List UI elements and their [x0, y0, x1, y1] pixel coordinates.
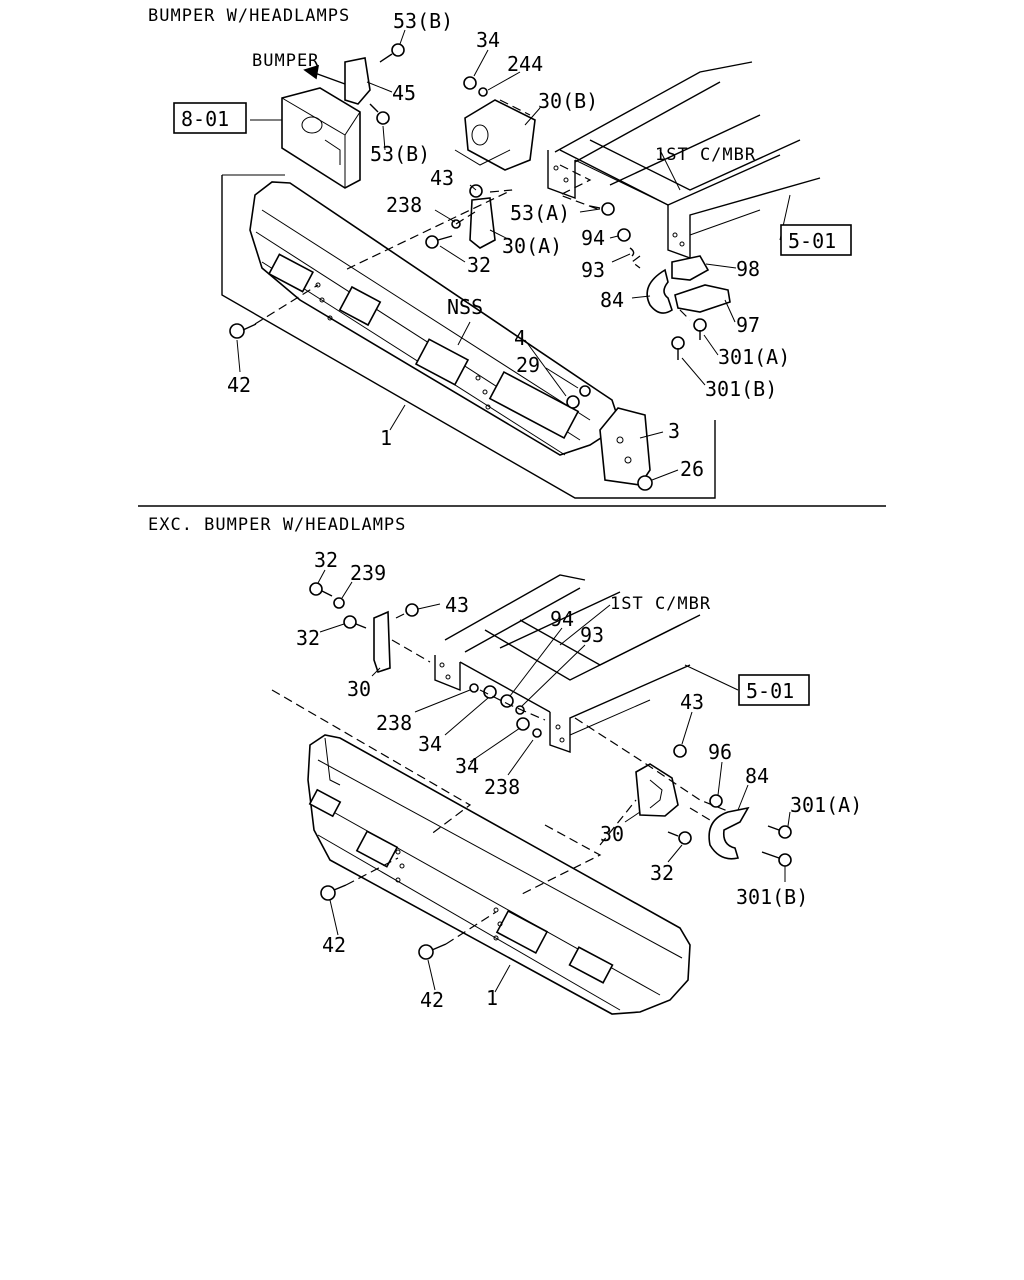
callout-239: 239: [350, 561, 386, 585]
bumper-end-cap: [599, 407, 651, 486]
frame-rails-2: [434, 574, 701, 753]
assembly-lines: [254, 99, 691, 325]
callout-238-b: 238: [484, 775, 520, 799]
callout-43: 43: [430, 166, 454, 190]
callout-93: 93: [581, 258, 605, 282]
callout-32-a: 32: [314, 548, 338, 572]
ref-box-8-01-label: 8-01: [181, 107, 229, 131]
callout-98: 98: [736, 257, 760, 281]
callout-32-c: 32: [650, 861, 674, 885]
callout-238: 238: [386, 193, 422, 217]
callouts-section-1: 53(B) BUMPER 45 53(B) 34 244 30(B) 1ST C…: [227, 9, 790, 481]
callout-301b: 301(B): [705, 377, 777, 401]
callout-42: 42: [227, 373, 251, 397]
callout-1st-crossmember: 1ST C/MBR: [655, 145, 756, 165]
ref-box-5-01-b-label: 5-01: [746, 679, 794, 703]
callout-30-b: 30: [600, 822, 624, 846]
ref-box-5-01[interactable]: [780, 224, 852, 256]
bracket-45: [344, 57, 371, 105]
callout-94: 94: [550, 607, 574, 631]
callout-26: 26: [680, 457, 704, 481]
callout-42-b: 42: [420, 988, 444, 1012]
section-2-title: EXC. BUMPER W/HEADLAMPS: [148, 515, 406, 535]
headlamp-housing: [281, 87, 361, 189]
callout-34: 34: [476, 28, 500, 52]
tow-hook-2: [708, 806, 750, 860]
bumper: [249, 181, 619, 456]
bracket-30-right: [635, 763, 679, 817]
tow-hook: [646, 268, 673, 314]
callout-53b-top: 53(B): [393, 9, 453, 33]
ref-box-5-01-label: 5-01: [788, 229, 836, 253]
callout-97: 97: [736, 313, 760, 337]
leader-lines-2: [317, 569, 791, 993]
callout-1st-crossmember-2: 1ST C/MBR: [610, 594, 711, 614]
bracket-30a: [469, 197, 496, 249]
bracket-30-left: [373, 610, 391, 674]
callout-4: 4: [514, 326, 526, 350]
callout-53b-bottom: 53(B): [370, 142, 430, 166]
callout-244: 244: [507, 52, 543, 76]
callout-45: 45: [392, 81, 416, 105]
callout-43-a: 43: [445, 593, 469, 617]
bracket-30b: [464, 99, 536, 171]
callout-84: 84: [600, 288, 624, 312]
callout-84: 84: [745, 764, 769, 788]
callout-32-b: 32: [296, 626, 320, 650]
ref-box-8-01[interactable]: [173, 102, 247, 134]
callout-96: 96: [708, 740, 732, 764]
callout-bumper-arrow: BUMPER: [252, 51, 319, 71]
callout-1: 1: [380, 426, 392, 450]
assembly-lines-2: [271, 611, 731, 945]
section-1-title: BUMPER W/HEADLAMPS: [148, 6, 350, 26]
section-exc-bumper-with-headlamps: EXC. BUMPER W/HEADLAMPS: [148, 515, 862, 1015]
callout-32: 32: [467, 253, 491, 277]
callout-nss: NSS: [447, 295, 483, 319]
bumper-2: [307, 734, 691, 1015]
callout-3: 3: [668, 419, 680, 443]
callout-93: 93: [580, 623, 604, 647]
callout-43-b: 43: [680, 690, 704, 714]
bumper-assembly-frame: [221, 175, 716, 499]
callout-34-a: 34: [418, 732, 442, 756]
callouts-section-2: 32 239 43 32 30 94 93 1ST C/MBR 238 34 3…: [296, 548, 862, 1012]
ref-box-5-01-b[interactable]: [738, 674, 810, 706]
callout-301a: 301(A): [718, 345, 790, 369]
callout-1: 1: [486, 986, 498, 1010]
section-bumper-with-headlamps: BUMPER W/HEADLAMPS: [148, 6, 852, 499]
callout-34-b: 34: [455, 754, 479, 778]
callout-238-a: 238: [376, 711, 412, 735]
callout-301a: 301(A): [790, 793, 862, 817]
callout-29: 29: [516, 353, 540, 377]
callout-42-a: 42: [322, 933, 346, 957]
leader-lines: [236, 29, 791, 481]
callout-30b: 30(B): [538, 89, 598, 113]
callout-53a: 53(A): [510, 201, 570, 225]
callout-301b: 301(B): [736, 885, 808, 909]
callout-94: 94: [581, 226, 605, 250]
callout-30a: 30(A): [502, 234, 562, 258]
callout-30-a: 30: [347, 677, 371, 701]
